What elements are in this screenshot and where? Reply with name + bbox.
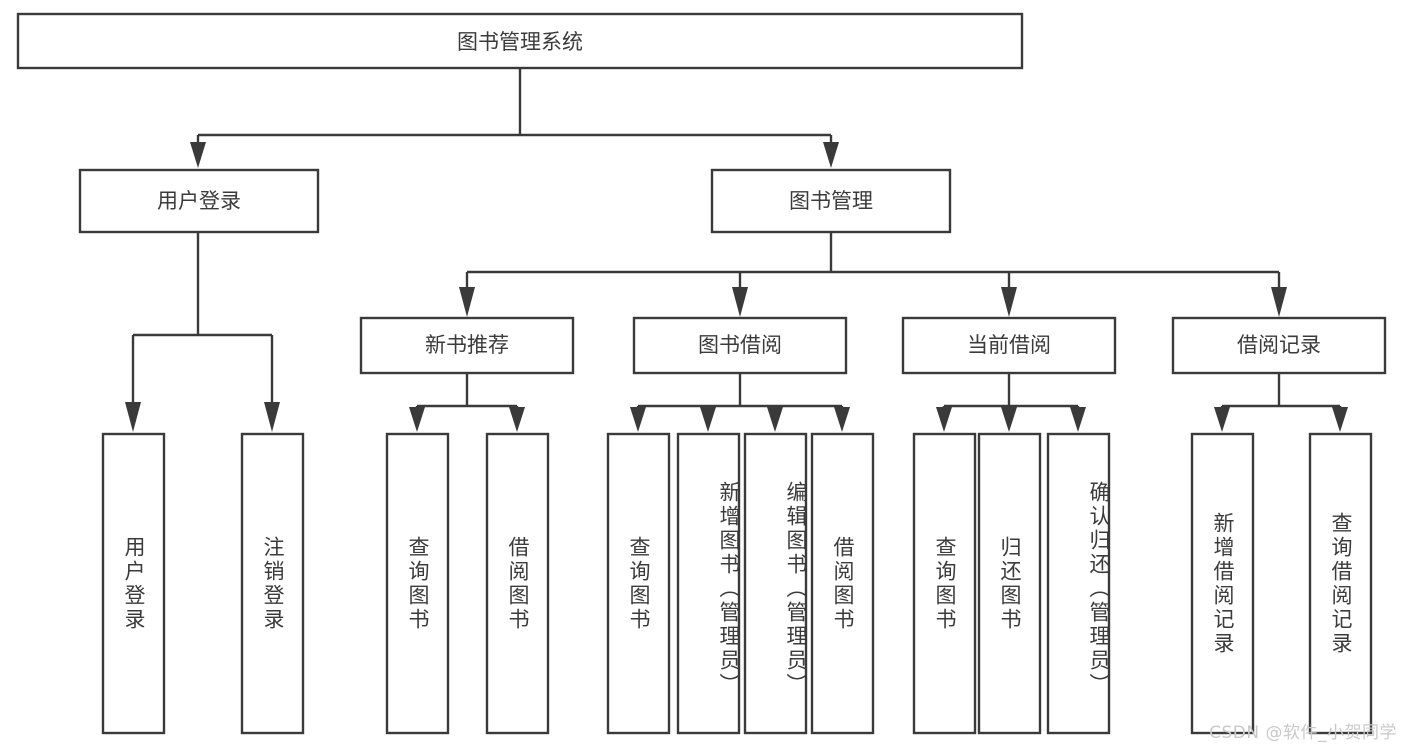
node-borrow-record-label: 借阅记录	[1237, 333, 1321, 357]
node-new-book-recommend[interactable]: 新书推荐	[359, 316, 575, 375]
connector-group-root	[190, 68, 839, 168]
connector-group-current-borrow	[936, 373, 1086, 432]
arrow-head-leaf-add-book	[700, 407, 716, 432]
leaf-query-record-box[interactable]	[1308, 432, 1373, 735]
node-new-book-recommend-box[interactable]	[359, 316, 575, 375]
arrow-head-leaf-borrow-book-2	[834, 407, 850, 432]
leaf-add-book-box[interactable]	[676, 432, 741, 735]
connector-group-book-management	[459, 233, 1287, 317]
arrow-head-current-borrow	[1001, 287, 1017, 317]
connector-group-book-borrow	[630, 373, 850, 432]
arrow-head-leaf-query-record	[1332, 407, 1348, 432]
leaf-borrow-book-1-box[interactable]	[485, 432, 550, 735]
leaf-return-book-box[interactable]	[977, 432, 1042, 735]
arrow-head-leaf-add-record	[1214, 407, 1230, 432]
node-root-box[interactable]	[16, 12, 1024, 70]
node-book-management-box[interactable]	[710, 168, 952, 234]
node-borrow-record[interactable]: 借阅记录	[1171, 316, 1387, 375]
node-user-login-label: 用户登录	[157, 189, 241, 213]
leaf-user-login-box[interactable]	[101, 432, 166, 735]
node-book-borrow-box[interactable]	[632, 316, 848, 375]
node-new-book-recommend-label: 新书推荐	[425, 333, 509, 357]
node-root-label: 图书管理系统	[457, 30, 583, 54]
node-book-borrow[interactable]: 图书借阅	[632, 316, 848, 375]
leaf-logout-login-box[interactable]	[240, 432, 305, 735]
leaf-confirm-return-box[interactable]	[1046, 432, 1111, 735]
node-user-login[interactable]: 用户登录	[78, 168, 320, 234]
arrow-head-user-login	[190, 142, 206, 168]
connector-group-borrow-record	[1214, 373, 1348, 432]
arrow-head-leaf-confirm-return	[1070, 407, 1086, 432]
node-current-borrow[interactable]: 当前借阅	[901, 316, 1117, 375]
arrow-head-new-book-recommend	[459, 287, 475, 317]
node-current-borrow-box[interactable]	[901, 316, 1117, 375]
arrow-head-leaf-query-book-3	[936, 407, 952, 432]
connector-group-new-book-recommend	[409, 373, 525, 432]
leaf-query-book-3-box[interactable]	[912, 432, 977, 735]
arrow-head-borrow-record	[1271, 287, 1287, 317]
leaf-query-book-2-box[interactable]	[606, 432, 671, 735]
arrow-head-leaf-query-book-2	[630, 407, 646, 432]
arrow-head-leaf-user-login	[125, 402, 141, 432]
arrow-head-leaf-query-book-1	[409, 407, 425, 432]
node-book-management-label: 图书管理	[789, 189, 873, 213]
arrow-head-leaf-borrow-book-1	[509, 407, 525, 432]
node-borrow-record-box[interactable]	[1171, 316, 1387, 375]
arrow-head-book-management	[823, 142, 839, 168]
leaf-boxes	[101, 432, 1373, 735]
connector-group-user-login	[125, 233, 280, 432]
node-book-management[interactable]: 图书管理	[710, 168, 952, 234]
arrow-head-book-borrow	[732, 287, 748, 317]
node-current-borrow-label: 当前借阅	[967, 333, 1051, 357]
arrow-head-leaf-edit-book	[767, 407, 783, 432]
leaf-borrow-book-2-box[interactable]	[810, 432, 875, 735]
arrow-head-leaf-return-book	[1001, 407, 1017, 432]
node-user-login-box[interactable]	[78, 168, 320, 234]
node-book-borrow-label: 图书借阅	[698, 333, 782, 357]
csdn-watermark: CSDN @软件_小贺同学	[1209, 723, 1397, 743]
node-root[interactable]: 图书管理系统	[16, 12, 1024, 70]
leaf-add-record-box[interactable]	[1190, 432, 1255, 735]
leaf-edit-book-box[interactable]	[743, 432, 808, 735]
leaf-query-book-1-box[interactable]	[385, 432, 450, 735]
arrow-head-leaf-logout-login	[264, 402, 280, 432]
